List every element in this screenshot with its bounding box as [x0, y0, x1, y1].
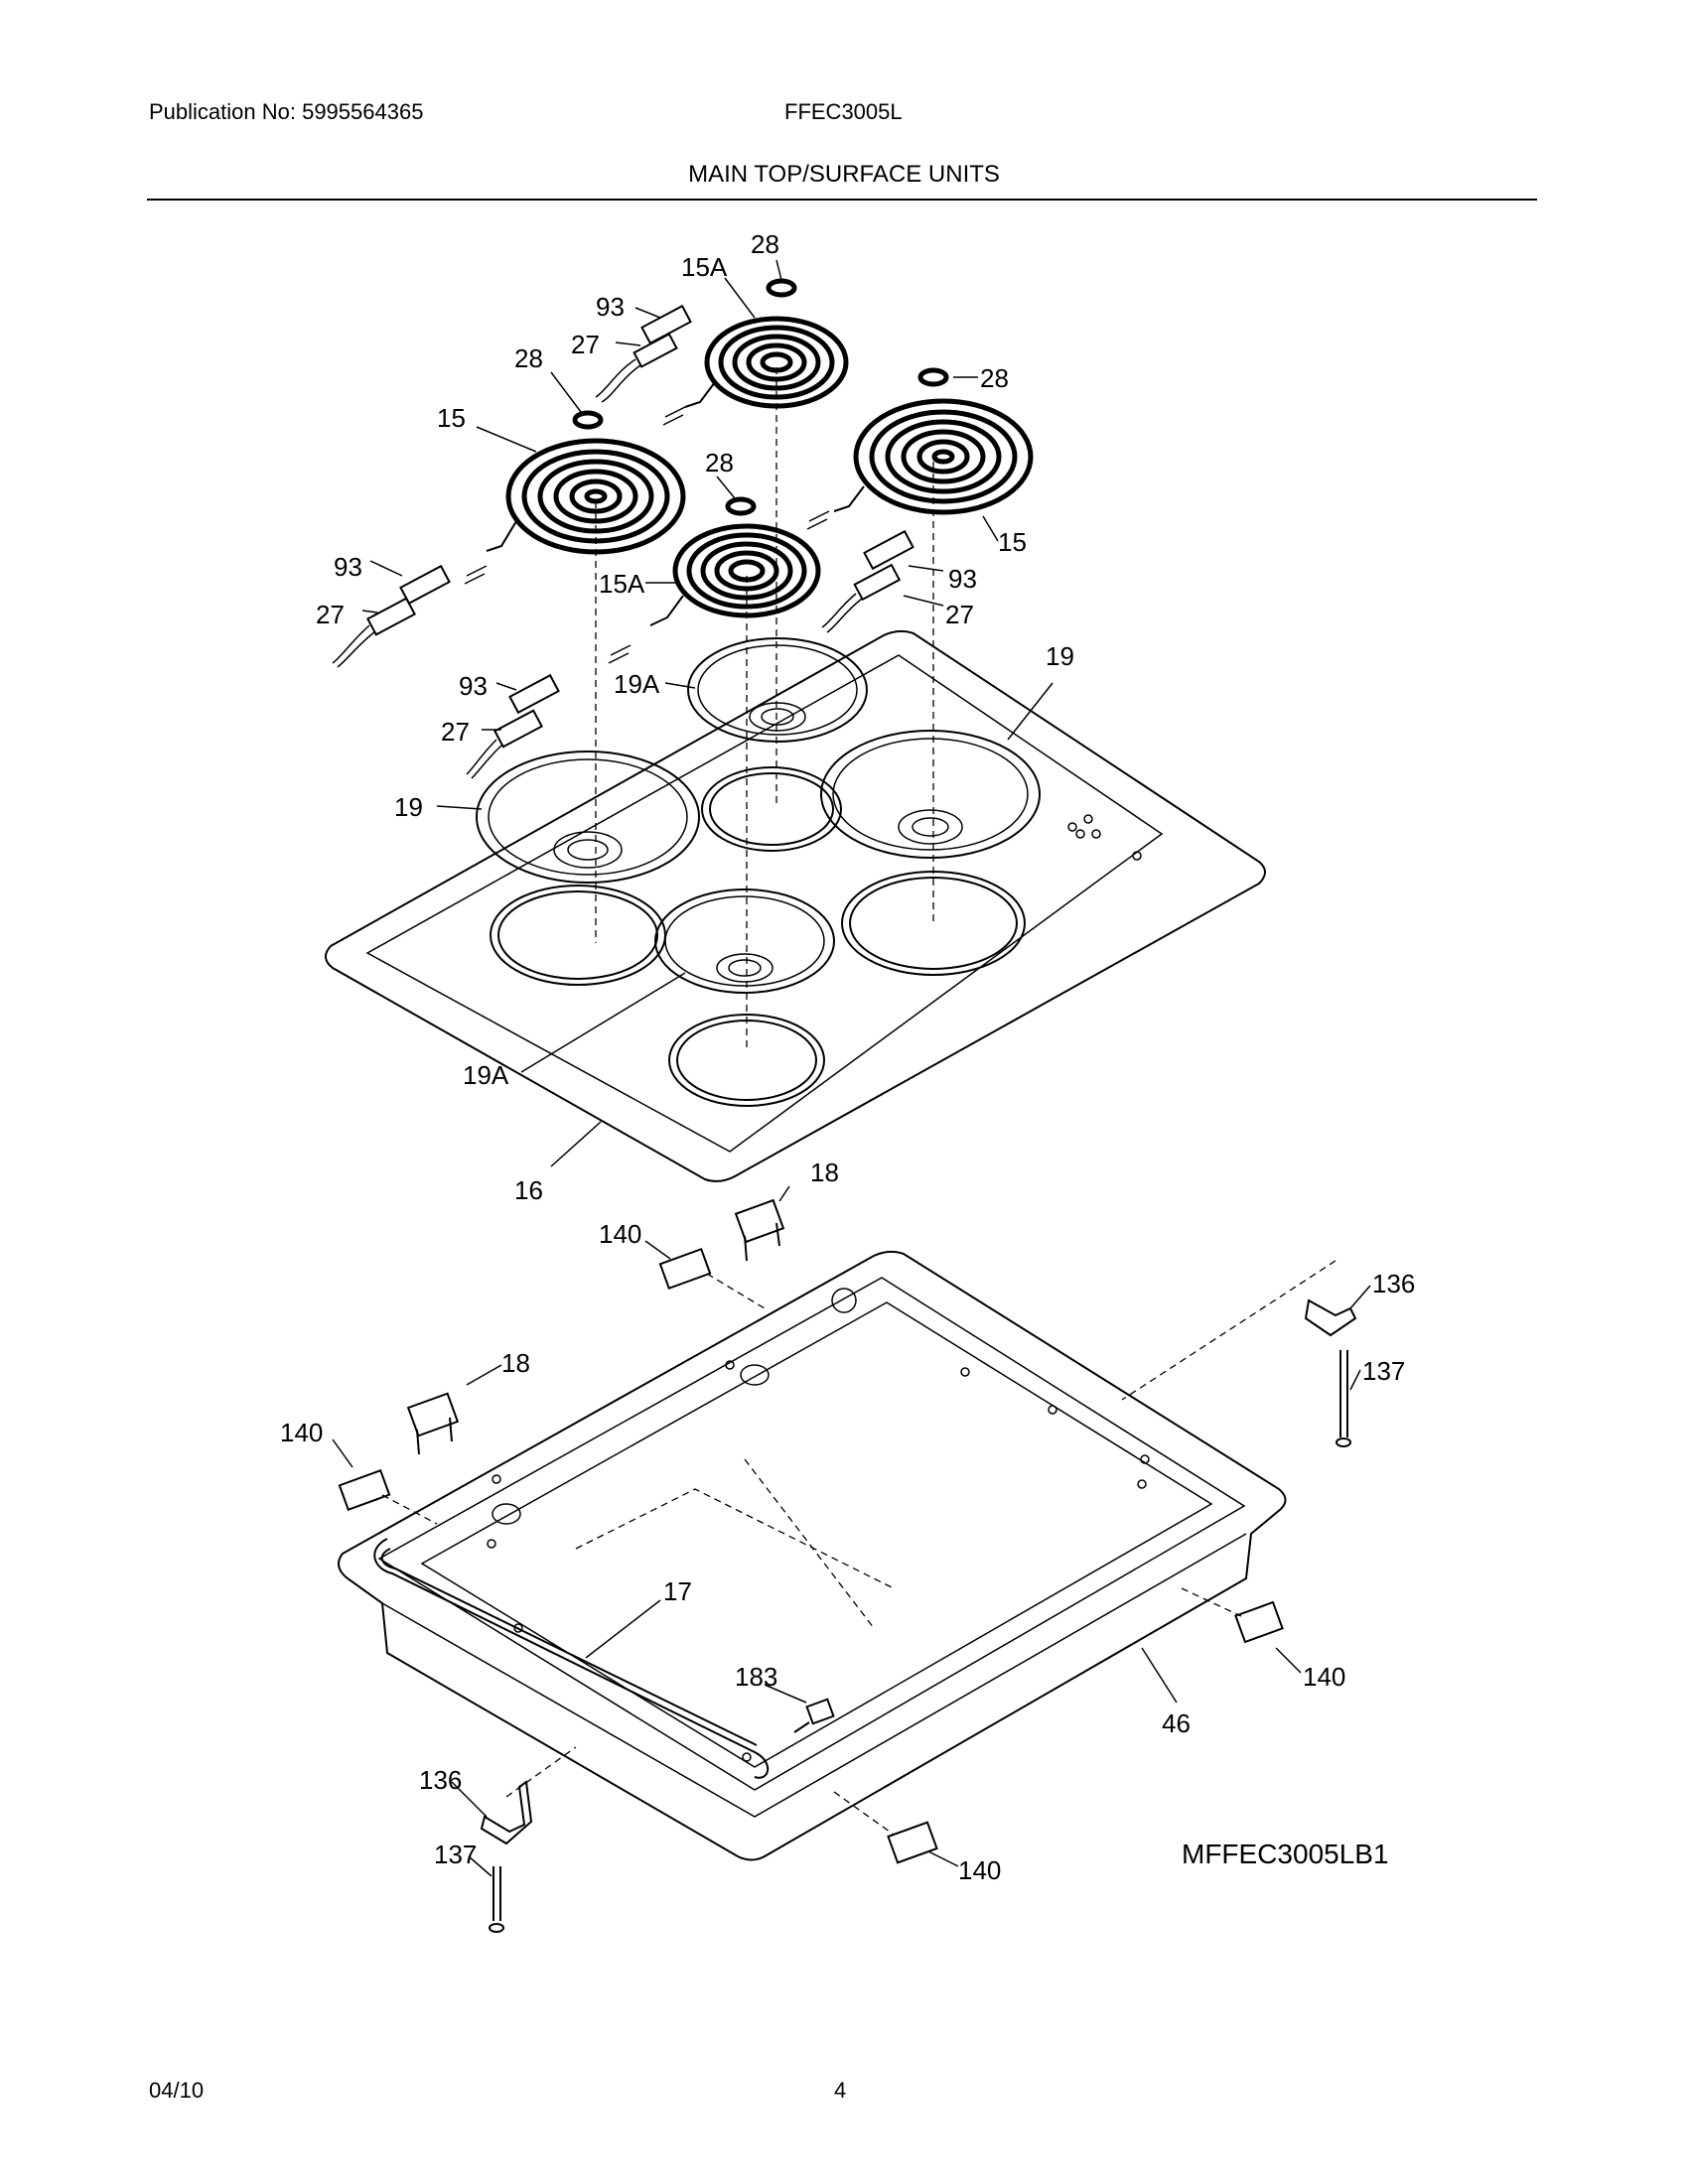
screw-137-right [1336, 1350, 1351, 1447]
bracket-136-right [1121, 1260, 1357, 1401]
terminal-block-93-27-right [806, 510, 914, 633]
callout-15a: 15A [599, 569, 645, 599]
callout-28: 28 [751, 229, 779, 259]
screw-137-left [489, 1866, 504, 1933]
callout-15a: 15A [681, 252, 728, 282]
spacers-140 [338, 1247, 1284, 1864]
hinge-18-left [406, 1392, 460, 1455]
callout-137: 137 [1362, 1356, 1405, 1386]
drip-bowl-19a-top [687, 637, 868, 743]
hinge-18-top [734, 1198, 785, 1262]
footer-page-number: 4 [834, 2078, 847, 2103]
callout-46: 46 [1162, 1708, 1191, 1738]
callout-labels: 28 15A 93 27 28 28 15 28 15 93 27 15A 93… [280, 229, 1415, 1885]
callout-19: 19 [1046, 641, 1074, 671]
header-rule [147, 199, 1537, 201]
grommet-183 [793, 1698, 835, 1733]
callout-140: 140 [958, 1855, 1001, 1885]
callout-28: 28 [705, 448, 734, 478]
callout-183: 183 [735, 1662, 777, 1692]
drip-bowl-19-right [820, 730, 1041, 859]
callout-27: 27 [316, 600, 345, 629]
burner-box [338, 1250, 1287, 1861]
drawing-code: MFFEC3005LB1 [1182, 1839, 1389, 1869]
terminal-block-93-27-top [595, 304, 692, 426]
terminal-block-93-27-bottom [466, 644, 632, 779]
callout-27: 27 [441, 717, 470, 747]
model-number: FFEC3005L [784, 99, 903, 124]
callout-28: 28 [980, 363, 1009, 393]
drip-bowl-19-left [476, 751, 700, 884]
footer-date: 04/10 [149, 2078, 205, 2103]
element-caps-28 [572, 278, 949, 516]
callout-18: 18 [501, 1348, 530, 1378]
bracket-136-left [480, 1746, 577, 1845]
section-title: MAIN TOP/SURFACE UNITS [688, 161, 1000, 188]
drip-bowl-19a-bottom [654, 888, 835, 994]
callout-136: 136 [1372, 1269, 1415, 1298]
callout-28: 28 [514, 343, 543, 373]
surface-element-15a-mid [649, 523, 821, 626]
leader-lines [332, 259, 1371, 1877]
callout-19a: 19A [614, 669, 660, 699]
callout-27: 27 [571, 330, 600, 359]
callout-140: 140 [280, 1418, 323, 1447]
callout-16: 16 [514, 1175, 543, 1205]
callout-140: 140 [1303, 1662, 1345, 1692]
callout-15: 15 [437, 403, 466, 433]
wire-guide-17 [373, 1538, 770, 1779]
callout-93: 93 [459, 671, 488, 701]
callout-18: 18 [810, 1158, 839, 1187]
callout-93: 93 [334, 552, 362, 582]
callout-93: 93 [596, 292, 625, 322]
surface-element-15-right [833, 398, 1034, 515]
callout-93: 93 [948, 564, 977, 594]
callout-137: 137 [434, 1840, 477, 1869]
alignment-lines-top [595, 367, 934, 1052]
callout-19a: 19A [463, 1060, 509, 1090]
surface-element-15a-top [684, 316, 849, 409]
callout-19: 19 [394, 792, 423, 822]
terminal-block-93-27-left [332, 564, 488, 668]
surface-element-15-left [486, 438, 686, 555]
callout-27: 27 [945, 600, 974, 629]
callout-140: 140 [599, 1219, 641, 1249]
callout-15: 15 [998, 527, 1027, 557]
publication-number: Publication No: 5995564365 [149, 99, 424, 124]
callout-17: 17 [663, 1576, 692, 1606]
callout-136: 136 [419, 1765, 462, 1795]
